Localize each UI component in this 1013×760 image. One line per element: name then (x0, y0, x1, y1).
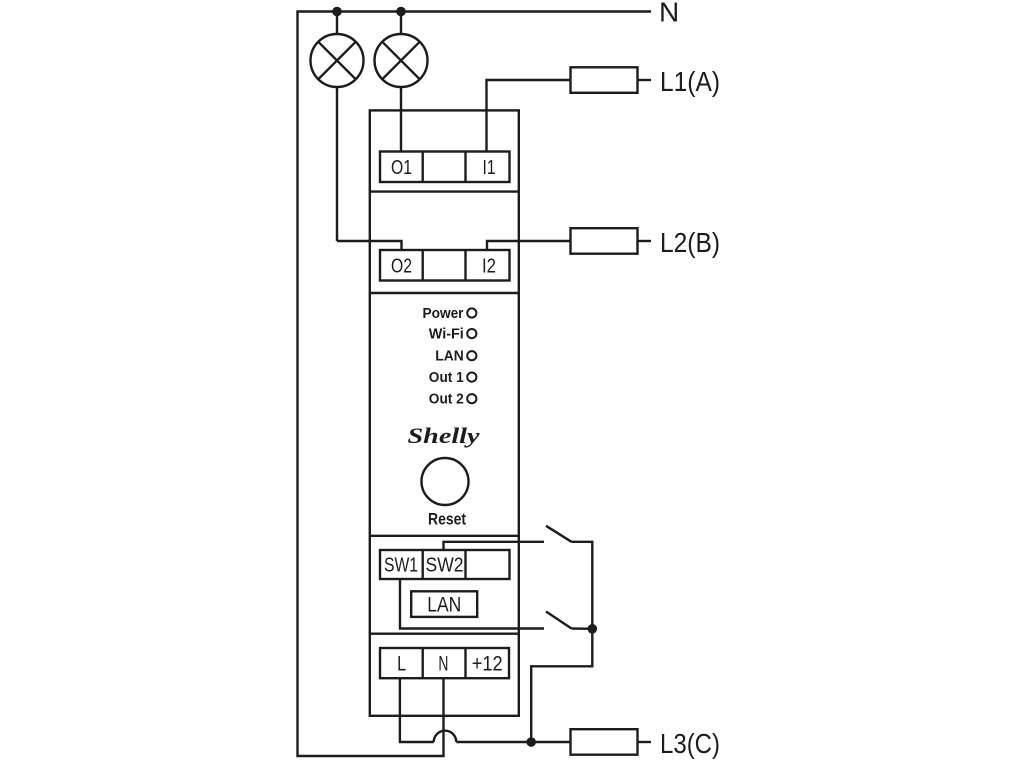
svg-text:Reset: Reset (428, 510, 466, 529)
svg-text:L3(C): L3(C) (660, 728, 720, 759)
svg-text:O2: O2 (391, 255, 412, 277)
svg-text:L1(A): L1(A) (660, 66, 720, 97)
svg-text:Wi-Fi: Wi-Fi (429, 327, 464, 343)
svg-text:L2(B): L2(B) (660, 227, 720, 258)
svg-text:SW2: SW2 (426, 554, 464, 576)
svg-text:I1: I1 (483, 157, 496, 179)
svg-text:Out 2: Out 2 (429, 392, 464, 408)
svg-text:SW1: SW1 (384, 554, 418, 576)
svg-text:L: L (397, 652, 406, 675)
svg-text:N: N (659, 0, 679, 28)
svg-text:N: N (438, 652, 448, 675)
svg-text:Power: Power (423, 306, 464, 322)
svg-text:+12: +12 (472, 652, 503, 675)
svg-text:Shelly: Shelly (408, 423, 480, 448)
svg-text:LAN: LAN (427, 593, 461, 616)
svg-text:Out 1: Out 1 (429, 370, 464, 386)
svg-text:LAN: LAN (435, 349, 464, 365)
svg-text:O1: O1 (391, 157, 412, 179)
svg-text:I2: I2 (482, 255, 496, 277)
